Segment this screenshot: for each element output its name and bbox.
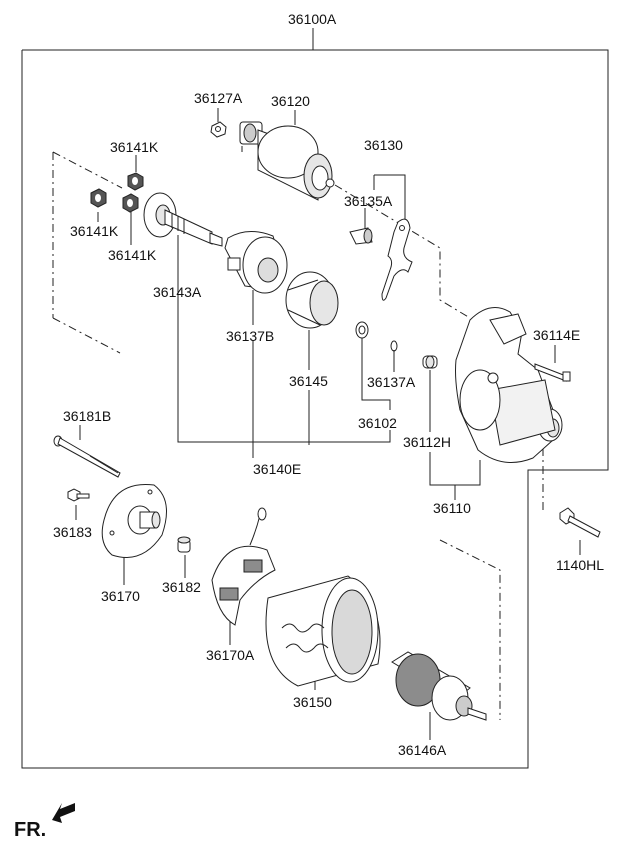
washer-36102 [355, 321, 369, 339]
label-36120: 36120 [271, 93, 310, 109]
label-36182: 36182 [162, 579, 201, 595]
label-36110: 36110 [433, 500, 471, 516]
assembly-frame [21, 28, 609, 769]
label-36140E: 36140E [253, 461, 301, 477]
label-36137A: 36137A [367, 374, 416, 390]
label-1140HL: 1140HL [556, 557, 604, 573]
label-36137B: 36137B [226, 328, 274, 344]
front-marker-label: FR. [14, 819, 46, 841]
gear-shaft [143, 192, 223, 247]
bolt-36114E [534, 363, 571, 382]
front-housing [455, 307, 563, 463]
solenoid-switch [239, 121, 335, 201]
label-36130: 36130 [364, 137, 403, 153]
label-36135A: 36135A [344, 193, 393, 209]
label-36112H: 36112H [403, 434, 451, 450]
label-36114E: 36114E [533, 327, 580, 343]
pinion-clutch [285, 271, 339, 329]
screw-36183 [67, 488, 90, 502]
label-36146A: 36146A [398, 742, 447, 758]
label-36170: 36170 [101, 588, 140, 604]
reduction-gear-housing [224, 231, 288, 294]
shift-lever [381, 218, 413, 301]
label-36141K-left: 36141K [70, 223, 119, 239]
brush-holder [211, 507, 276, 626]
lever-spring-36135A [349, 227, 373, 245]
label-36145: 36145 [289, 373, 328, 389]
label-assembly: 36100A [288, 11, 337, 27]
bushing-36112H [422, 355, 438, 369]
snap-ring-36137A [390, 340, 398, 352]
label-36183: 36183 [53, 524, 92, 540]
rear-end-cover [101, 483, 167, 558]
label-36141K-mid: 36141K [108, 247, 157, 263]
label-36143A: 36143A [153, 284, 202, 300]
through-bolt [53, 435, 121, 478]
front-direction-arrow [52, 803, 75, 823]
label-36141K-top: 36141K [110, 139, 159, 155]
armature [391, 651, 487, 721]
label-36127A: 36127A [194, 90, 243, 106]
nut-36141K-top [127, 172, 144, 191]
nut-36141K-mid [122, 193, 139, 213]
label-36102: 36102 [358, 415, 397, 431]
leader-lines [75, 108, 581, 740]
label-36170A: 36170A [206, 647, 255, 663]
nut-36127A [210, 121, 227, 138]
bushing-36182 [177, 536, 191, 553]
yoke-assembly [265, 575, 381, 687]
label-36181B: 36181B [63, 408, 111, 424]
bolt-1140HL [559, 507, 601, 538]
nut-36141K-left [90, 188, 107, 208]
part-labels: 36100A 36127A 36120 36130 36135A 36141K … [14, 11, 604, 841]
label-36150: 36150 [293, 694, 332, 710]
